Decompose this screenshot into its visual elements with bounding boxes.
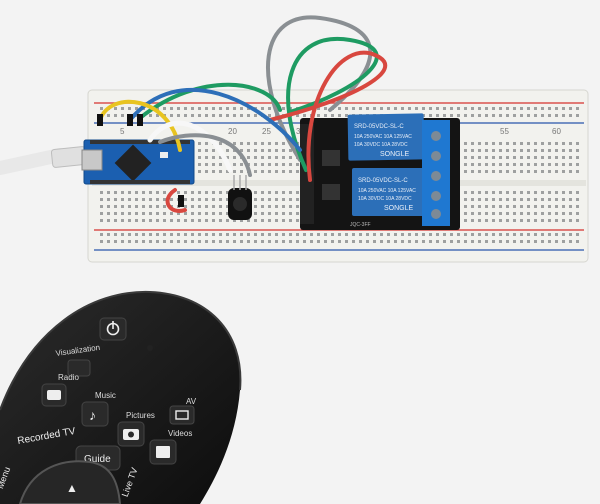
power-button[interactable] — [99, 317, 127, 341]
music-button[interactable]: ♪ — [81, 401, 109, 427]
relay-label: SRD-05VDC-SL-C — [354, 124, 404, 130]
remote-control: Visualization Radio Music ♪ Pictures AV … — [0, 290, 242, 504]
arduino-nano — [81, 139, 195, 185]
videos-label: Videos — [168, 429, 192, 438]
videos-button[interactable] — [149, 439, 177, 465]
relay-brand: SONGLE — [380, 151, 410, 158]
ir-receiver — [228, 175, 252, 220]
column-number: 55 — [500, 127, 509, 136]
column-number: 25 — [262, 127, 271, 136]
radio-icon — [47, 390, 61, 400]
relay-module: SRD-05VDC-SL-C 10A 250VAC 10A 125VAC 10A… — [300, 113, 460, 230]
relay-2: SRD-05VDC-SL-C 10A 250VAC 10A 125VAC 10A… — [352, 168, 428, 216]
relay-label: 10A 250VAC 10A 125VAC — [358, 188, 416, 194]
relay-label: 10A 30VDC 10A 28VDC — [358, 196, 412, 202]
relay-label: 10A 30VDC 10A 28VDC — [354, 142, 408, 148]
wire-pins — [97, 114, 184, 207]
relay-label: SRD-05VDC-SL-C — [358, 178, 408, 184]
pictures-label: Pictures — [126, 411, 155, 420]
relay-brand: SONGLE — [384, 205, 414, 212]
ir-led — [147, 345, 153, 351]
jumper-wires — [98, 15, 388, 213]
navigation-ring[interactable]: ▲ — [18, 460, 122, 504]
film-icon — [156, 446, 170, 458]
radio-label: Radio — [58, 373, 79, 382]
board-label: JQC-3FF — [350, 222, 371, 228]
up-arrow-icon: ▲ — [66, 481, 78, 495]
av-icon — [175, 410, 189, 420]
music-label: Music — [95, 391, 116, 400]
visualization-button[interactable] — [67, 359, 91, 377]
av-button[interactable] — [169, 405, 195, 425]
screw-terminal-block — [422, 120, 450, 226]
av-label: AV — [186, 397, 197, 406]
music-note-icon: ♪ — [89, 407, 96, 423]
relay-1: SRD-05VDC-SL-C 10A 250VAC 10A 125VAC 10A… — [347, 113, 425, 161]
relay-label: 10A 250VAC 10A 125VAC — [354, 134, 412, 140]
column-number: 5 — [120, 127, 125, 136]
radio-button[interactable] — [41, 383, 67, 407]
column-number: 20 — [228, 127, 237, 136]
guide-label: Guide — [84, 454, 111, 465]
pictures-button[interactable] — [117, 421, 145, 447]
column-number: 60 — [552, 127, 561, 136]
